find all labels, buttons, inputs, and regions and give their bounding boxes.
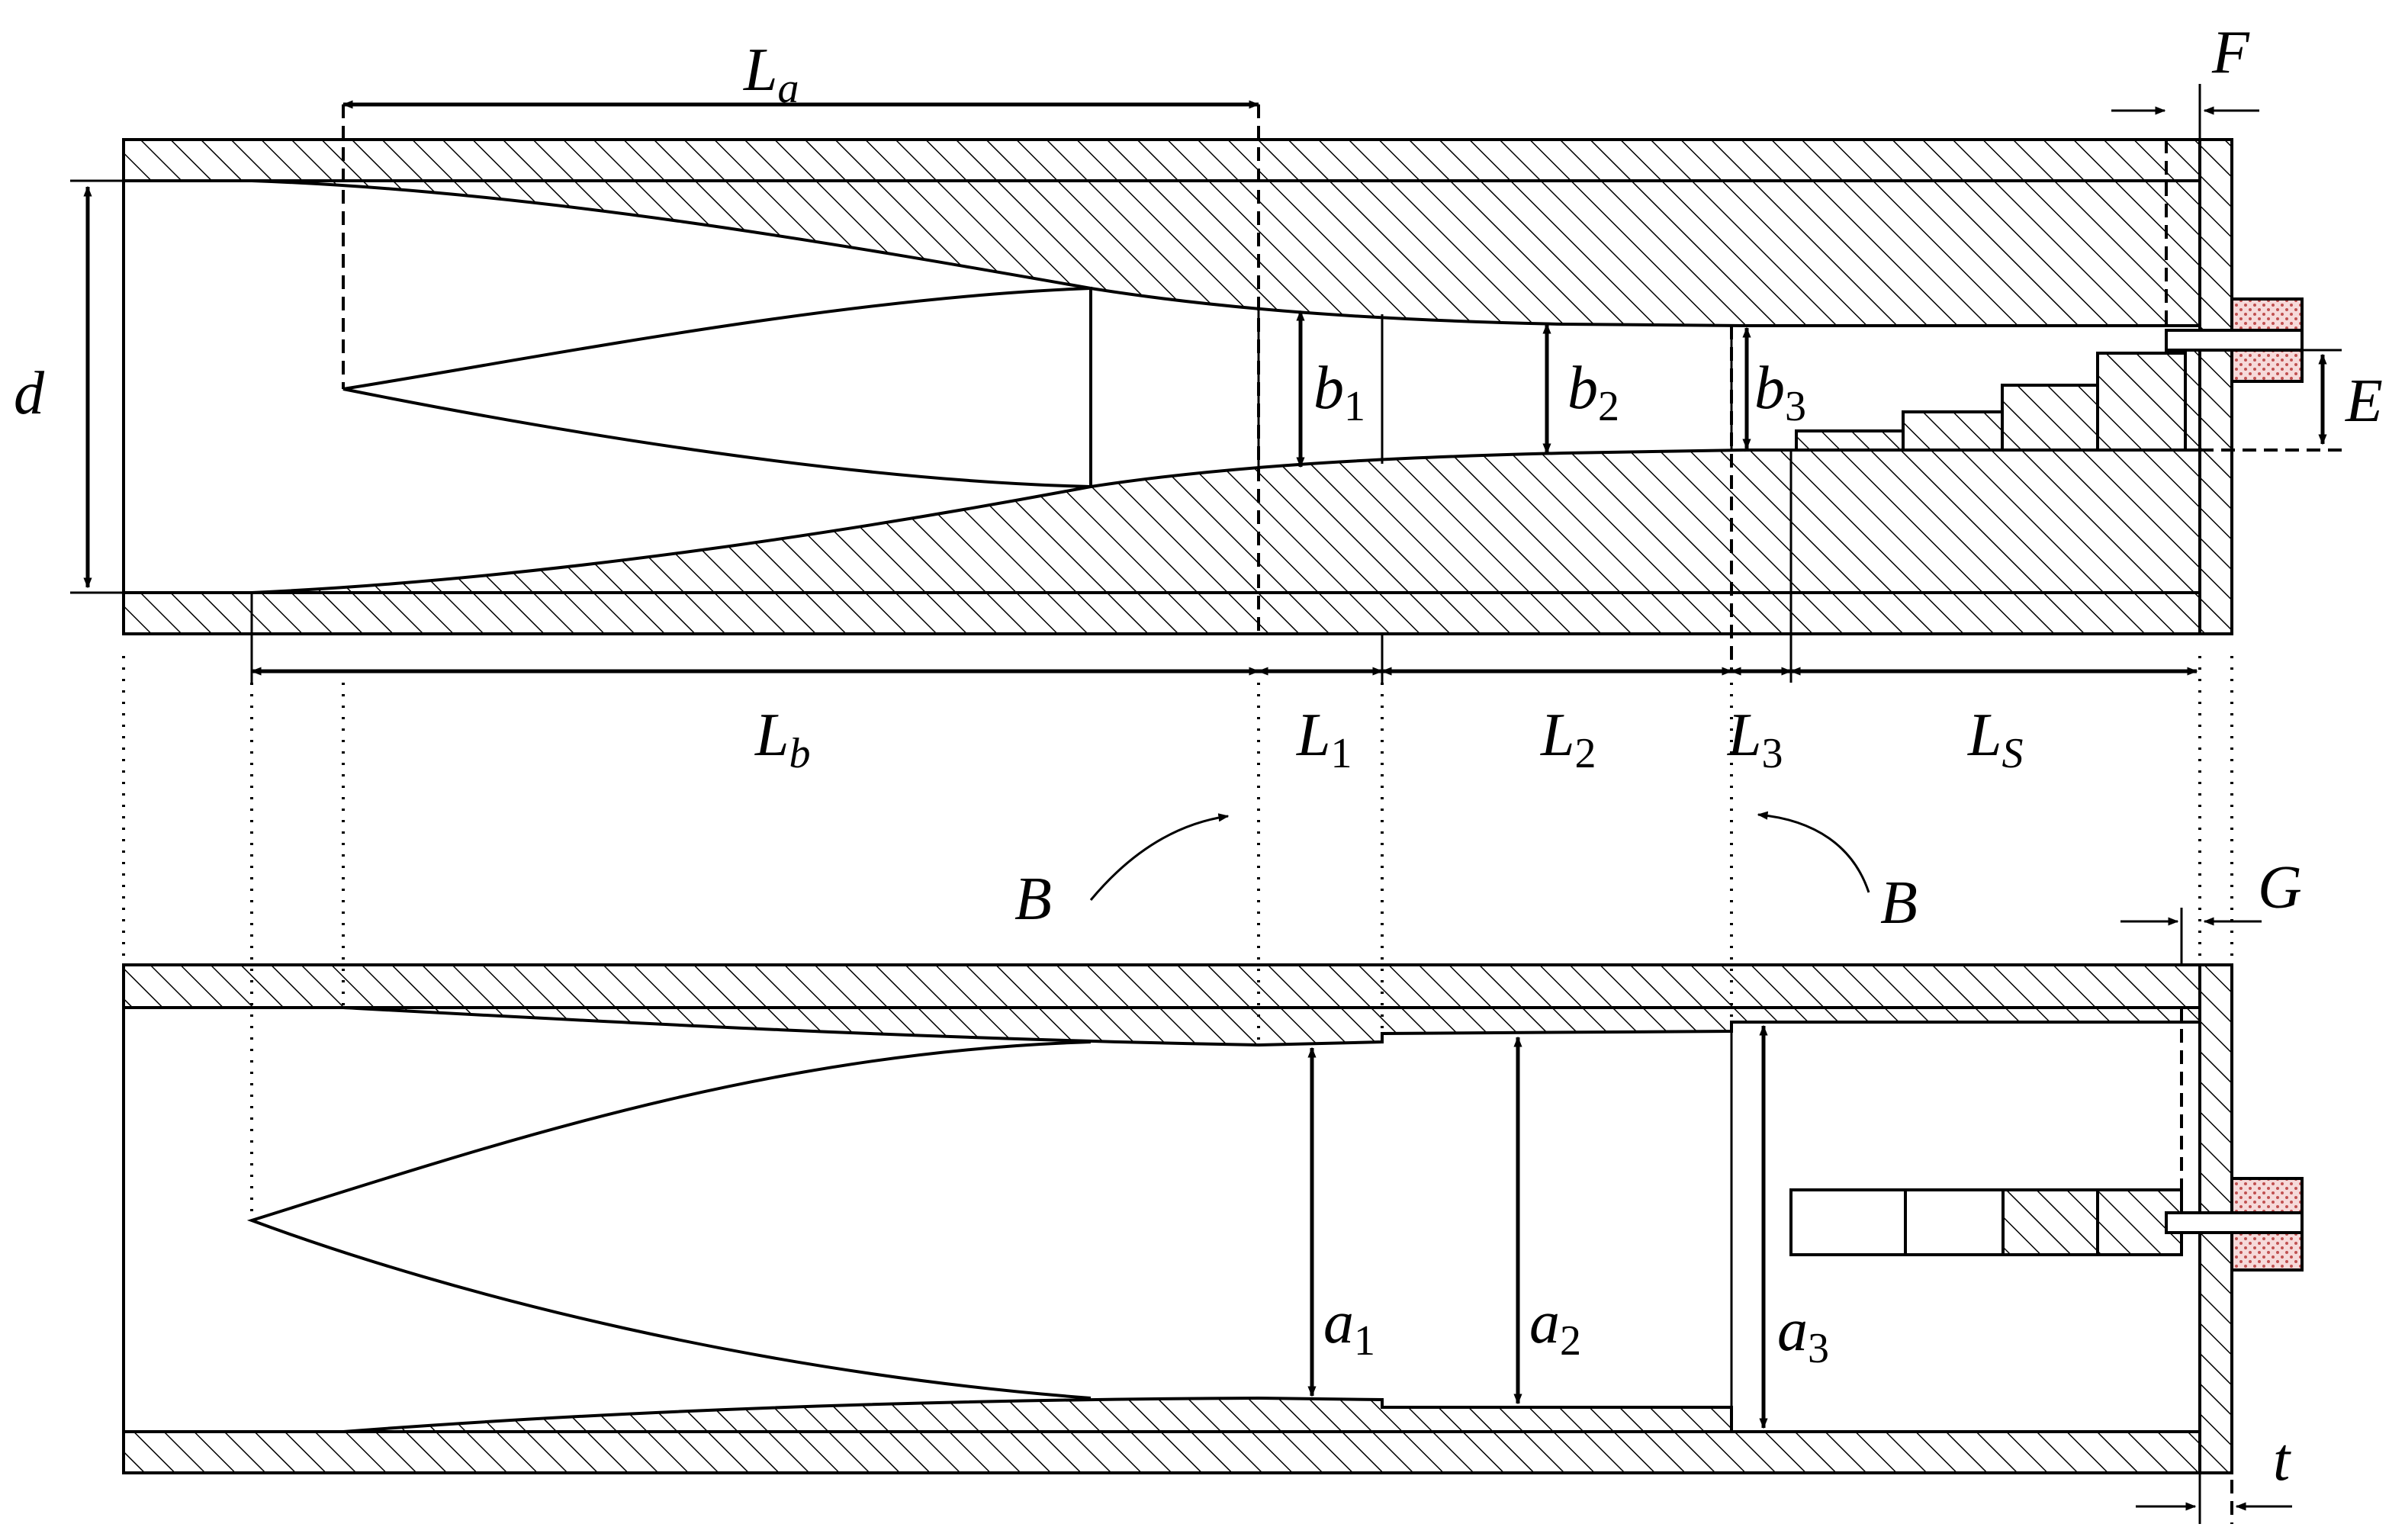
dim-b1: b1 bbox=[1257, 304, 1384, 471]
top-view-outline bbox=[122, 138, 2233, 635]
svg-text:b3: b3 bbox=[1754, 355, 1806, 430]
dim-chain-bottom: Lb L1 L2 L3 LS bbox=[250, 450, 2198, 777]
top-view-end-wall bbox=[2198, 138, 2233, 635]
bottom-view: a1 a2 a3 G t bbox=[122, 854, 2304, 1524]
svg-text:La: La bbox=[743, 37, 799, 112]
dim-d: d bbox=[14, 179, 124, 594]
dim-d-label: d bbox=[14, 360, 45, 427]
svg-text:a3: a3 bbox=[1777, 1297, 1829, 1372]
top-view-coax-connector bbox=[2165, 297, 2304, 383]
svg-text:b1: b1 bbox=[1313, 355, 1365, 430]
top-view-step-transformer bbox=[1795, 334, 2201, 452]
top-view-upper-fin bbox=[251, 179, 2201, 327]
projection-lines bbox=[122, 656, 2233, 1220]
top-view-lower-wall bbox=[122, 591, 2201, 635]
svg-text:b2: b2 bbox=[1567, 355, 1619, 430]
section-mark-right: B bbox=[1757, 811, 1918, 937]
svg-text:B: B bbox=[1880, 870, 1918, 937]
top-view-lower-fin bbox=[251, 448, 2201, 594]
bottom-view-upper-wall bbox=[122, 963, 2201, 1009]
bottom-view-lower-wall bbox=[122, 1430, 2201, 1474]
top-view: d La b1 b2 b3 bbox=[14, 19, 2383, 777]
top-view-taper-tongue bbox=[342, 286, 1092, 489]
dim-a3: a3 bbox=[1730, 1024, 1829, 1429]
top-view-upper-wall bbox=[122, 138, 2201, 182]
bottom-view-taper-tongue bbox=[246, 1040, 1092, 1400]
svg-text:G: G bbox=[2258, 854, 2302, 921]
dim-b3: b3 bbox=[1730, 326, 1806, 450]
dim-b2: b2 bbox=[1542, 323, 1619, 455]
svg-text:E: E bbox=[2345, 368, 2383, 435]
svg-text:Lb: Lb bbox=[754, 702, 811, 777]
dim-F: F bbox=[2111, 19, 2259, 140]
dim-t: t bbox=[2136, 1426, 2292, 1524]
svg-text:B: B bbox=[1014, 866, 1052, 933]
bottom-view-step-transformer bbox=[1789, 1188, 2183, 1256]
section-mark-left: B bbox=[1014, 813, 1230, 933]
svg-text:L2: L2 bbox=[1540, 702, 1596, 777]
bottom-view-upper-fin bbox=[342, 1006, 2201, 1047]
bottom-view-coax-connector bbox=[2165, 1177, 2304, 1272]
dim-La-main: L bbox=[743, 37, 778, 104]
svg-text:F: F bbox=[2211, 19, 2250, 86]
dim-La-sub: a bbox=[778, 65, 799, 112]
dim-La: La bbox=[342, 37, 1260, 112]
dim-a2: a2 bbox=[1513, 1036, 1581, 1405]
svg-text:t: t bbox=[2273, 1426, 2291, 1493]
svg-text:a1: a1 bbox=[1323, 1289, 1375, 1365]
bottom-view-lower-fin bbox=[342, 1396, 1733, 1433]
svg-text:a2: a2 bbox=[1529, 1289, 1581, 1365]
svg-text:L1: L1 bbox=[1296, 702, 1352, 777]
svg-text:L3: L3 bbox=[1727, 702, 1783, 777]
dim-G: G bbox=[2120, 854, 2302, 965]
dim-a1: a1 bbox=[1307, 1046, 1375, 1397]
dim-E: E bbox=[2200, 349, 2383, 452]
svg-text:LS: LS bbox=[1967, 702, 2024, 777]
